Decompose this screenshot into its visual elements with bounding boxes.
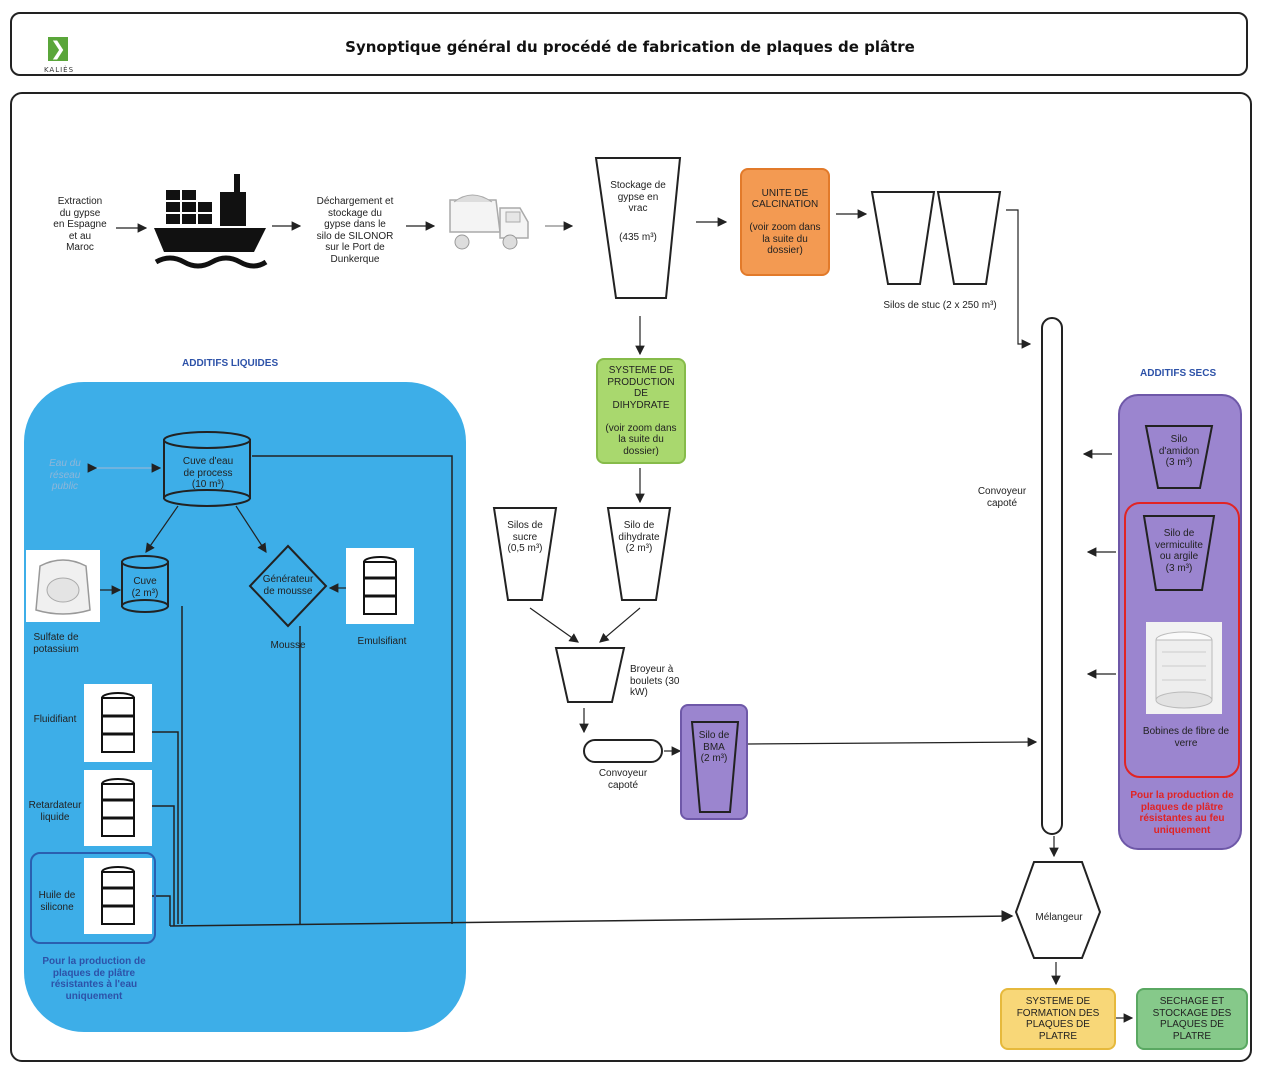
convoyeur-small-label: Convoyeur capoté xyxy=(598,768,648,791)
calcination-unit: UNITE DE CALCINATION (voir zoom dans la … xyxy=(740,168,830,276)
stockage-label: Stockage de gypse en vrac xyxy=(610,180,666,214)
mousse-label: Mousse xyxy=(270,640,306,651)
silo-sucre-label: Silos de sucre (0,5 m³) xyxy=(507,520,543,554)
broyeur-label: Broyeur à boulets (30 kW) xyxy=(630,664,680,698)
silo-bma-hopper xyxy=(690,721,740,813)
silo-dihydrate-label: Silo de dihydrate (2 m³) xyxy=(618,520,660,554)
generateur-label: Générateur de mousse xyxy=(262,574,314,597)
barrel-icon xyxy=(101,866,135,925)
silo-amidon-label: Silo d'amidon (3 m³) xyxy=(1158,434,1200,468)
emulsifiant-label: Emulsifiant xyxy=(357,636,407,647)
convoyeur-main-label: Convoyeur capoté xyxy=(977,486,1027,509)
barrel-icon xyxy=(101,778,135,837)
eau-reseau-label: Eau du réseau public xyxy=(49,458,81,492)
silo-bma-box xyxy=(680,704,748,820)
cuve-label: Cuve (2 m³) xyxy=(131,576,159,599)
bag-icon xyxy=(35,559,91,615)
cuve-eau-label: Cuve d'eau de process (10 m³) xyxy=(182,456,234,490)
dihydrate-system: SYSTEME DE PRODUCTION DE DIHYDRATE (voir… xyxy=(596,358,686,464)
fluidifiant-label: Fluidifiant xyxy=(33,714,77,725)
fiber-spool-icon xyxy=(1155,631,1213,709)
page-title: Synoptique général du procédé de fabrica… xyxy=(345,38,915,56)
retardateur-label: Retardateur liquide xyxy=(28,800,82,823)
logo-k-icon: ❯ xyxy=(50,38,66,60)
header-frame xyxy=(10,12,1248,76)
silo-vermiculite-label: Silo de vermiculite ou argile (3 m³) xyxy=(1155,528,1203,574)
logo-text: KALIÈS xyxy=(43,66,75,74)
fire-resistant-note: Pour la production de plaques de plâtre … xyxy=(1130,790,1234,836)
sulfate-label: Sulfate de potassium xyxy=(33,632,79,655)
huile-label: Huile de silicone xyxy=(38,890,76,913)
barrel-icon xyxy=(363,556,397,615)
water-resistant-frame xyxy=(30,852,156,944)
bobines-image xyxy=(1146,622,1222,714)
fluidifiant-image xyxy=(84,684,152,762)
liquid-additives-title: ADDITIFS LIQUIDES xyxy=(182,358,279,369)
kalies-logo xyxy=(48,37,68,61)
dechargement-label: Déchargement et stockage du gypse dans l… xyxy=(316,196,394,265)
stockage-volume: (435 m³) xyxy=(619,232,657,243)
fire-resistant-frame xyxy=(1124,502,1240,778)
sechage-system: SECHAGE ET STOCKAGE DES PLAQUES DE PLATR… xyxy=(1136,988,1248,1050)
emulsifiant-image xyxy=(346,548,414,624)
dry-additives-title: ADDITIFS SECS xyxy=(1140,368,1217,379)
water-resistant-note: Pour la production de plaques de plâtre … xyxy=(42,956,146,1002)
sulfate-image xyxy=(26,550,100,622)
extraction-label: Extraction du gypse en Espagne et au Mar… xyxy=(53,196,107,253)
retardateur-image xyxy=(84,770,152,846)
bobines-label: Bobines de fibre de verre xyxy=(1142,726,1230,749)
melangeur-label: Mélangeur xyxy=(1035,912,1083,923)
formation-system: SYSTEME DE FORMATION DES PLAQUES DE PLAT… xyxy=(1000,988,1116,1050)
truck-icon xyxy=(449,194,529,250)
huile-image xyxy=(84,858,152,934)
ship-icon xyxy=(154,174,268,269)
silo-bma-label: Silo de BMA (2 m³) xyxy=(698,730,730,764)
silos-stuc-label: Silos de stuc (2 x 250 m³) xyxy=(883,300,997,311)
barrel-icon xyxy=(101,692,135,753)
